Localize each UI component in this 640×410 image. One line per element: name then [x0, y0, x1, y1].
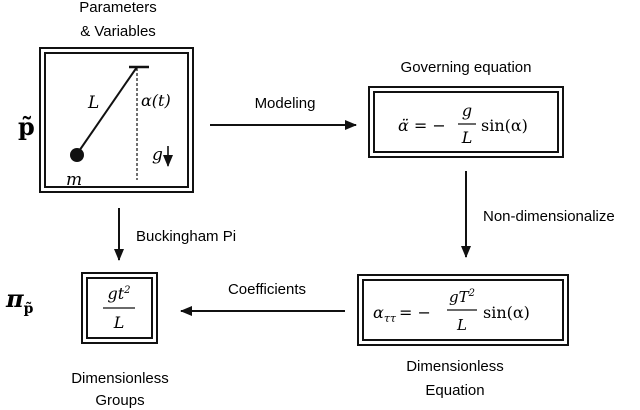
dimensionless-numerator: gT2: [449, 288, 475, 306]
modeling-label: Modeling: [255, 95, 316, 112]
pi-p-tilde-symbol: πp̃: [5, 284, 34, 317]
group-numerator: gt2: [107, 284, 130, 303]
dimensionless-groups-title-line1: Dimensionless: [71, 370, 169, 387]
coefficients-label: Coefficients: [228, 281, 306, 298]
governing-lhs: α̈ = −: [398, 116, 446, 135]
governing-equation-box: [368, 86, 564, 158]
dimensionless-groups-title-line2: Groups: [95, 392, 144, 409]
dimensionless-denominator: L: [456, 316, 467, 334]
governing-equation-title: Governing equation: [401, 59, 532, 76]
governing-numerator: g: [462, 101, 472, 120]
mass-symbol: m: [66, 170, 82, 190]
pendulum-rod: [76, 66, 138, 155]
dimensionless-lhs: αττ= −: [373, 303, 431, 325]
pendulum-bob: [70, 148, 84, 162]
governing-denominator: L: [461, 128, 473, 147]
params-title-line1: Parameters: [79, 0, 157, 16]
p-tilde-symbol: p̃: [18, 112, 35, 141]
dimensionless-equation-title-line2: Equation: [425, 382, 484, 399]
angle-symbol: α(t): [141, 91, 171, 110]
pendulum-box: [39, 47, 194, 193]
params-title-line2: & Variables: [80, 23, 156, 40]
dimensionless-equation-box: [357, 274, 569, 346]
nondimensionalize-label: Non-dimensionalize: [483, 208, 615, 225]
gravity-symbol: g: [152, 145, 163, 165]
dimensionless-rhs: sin(α): [483, 303, 530, 322]
buckingham-pi-label: Buckingham Pi: [136, 228, 236, 245]
group-denominator: L: [113, 313, 125, 332]
governing-rhs: sin(α): [481, 116, 528, 135]
dimensionless-group-box: [81, 272, 158, 344]
dimensionless-equation-title-line1: Dimensionless: [406, 358, 504, 375]
length-symbol: L: [87, 93, 99, 113]
